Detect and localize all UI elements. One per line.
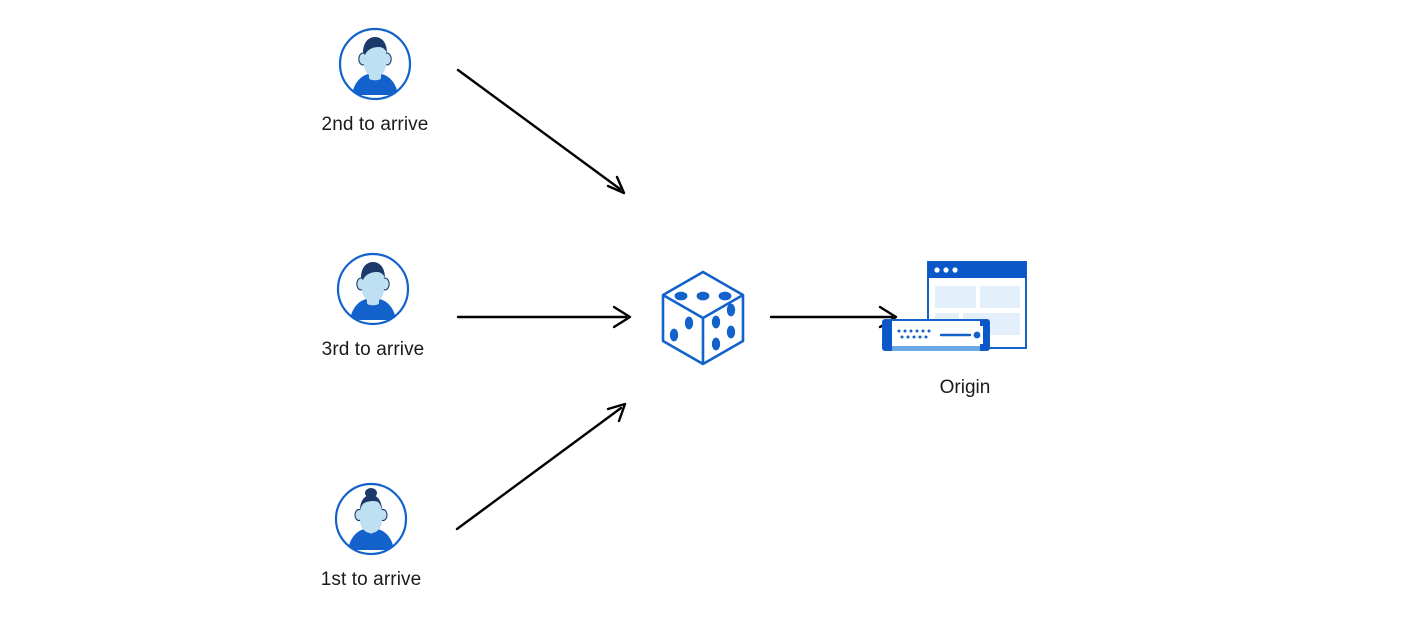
client-node-third[interactable]: 3rd to arrive	[293, 251, 453, 361]
user-avatar-icon	[337, 26, 413, 102]
client-label-first: 1st to arrive	[320, 569, 422, 590]
load-balancer-node[interactable]	[648, 266, 758, 375]
dice-icon	[648, 266, 758, 375]
arrow-third-to-dice	[456, 305, 632, 329]
client-label-second: 2nd to arrive	[321, 114, 429, 135]
client-label-third: 3rd to arrive	[321, 339, 425, 360]
server-rack-icon	[882, 319, 990, 351]
client-node-second[interactable]: 2nd to arrive	[295, 26, 455, 136]
arrow-second-to-dice	[456, 68, 626, 195]
client-node-first[interactable]: 1st to arrive	[291, 481, 451, 591]
user-avatar-icon	[333, 481, 409, 557]
user-avatar-icon	[335, 251, 411, 327]
origin-label: Origin	[939, 377, 991, 398]
origin-node[interactable]: Origin	[875, 258, 1055, 399]
origin-icon-group	[875, 258, 1055, 367]
arrow-first-to-dice	[455, 402, 627, 531]
